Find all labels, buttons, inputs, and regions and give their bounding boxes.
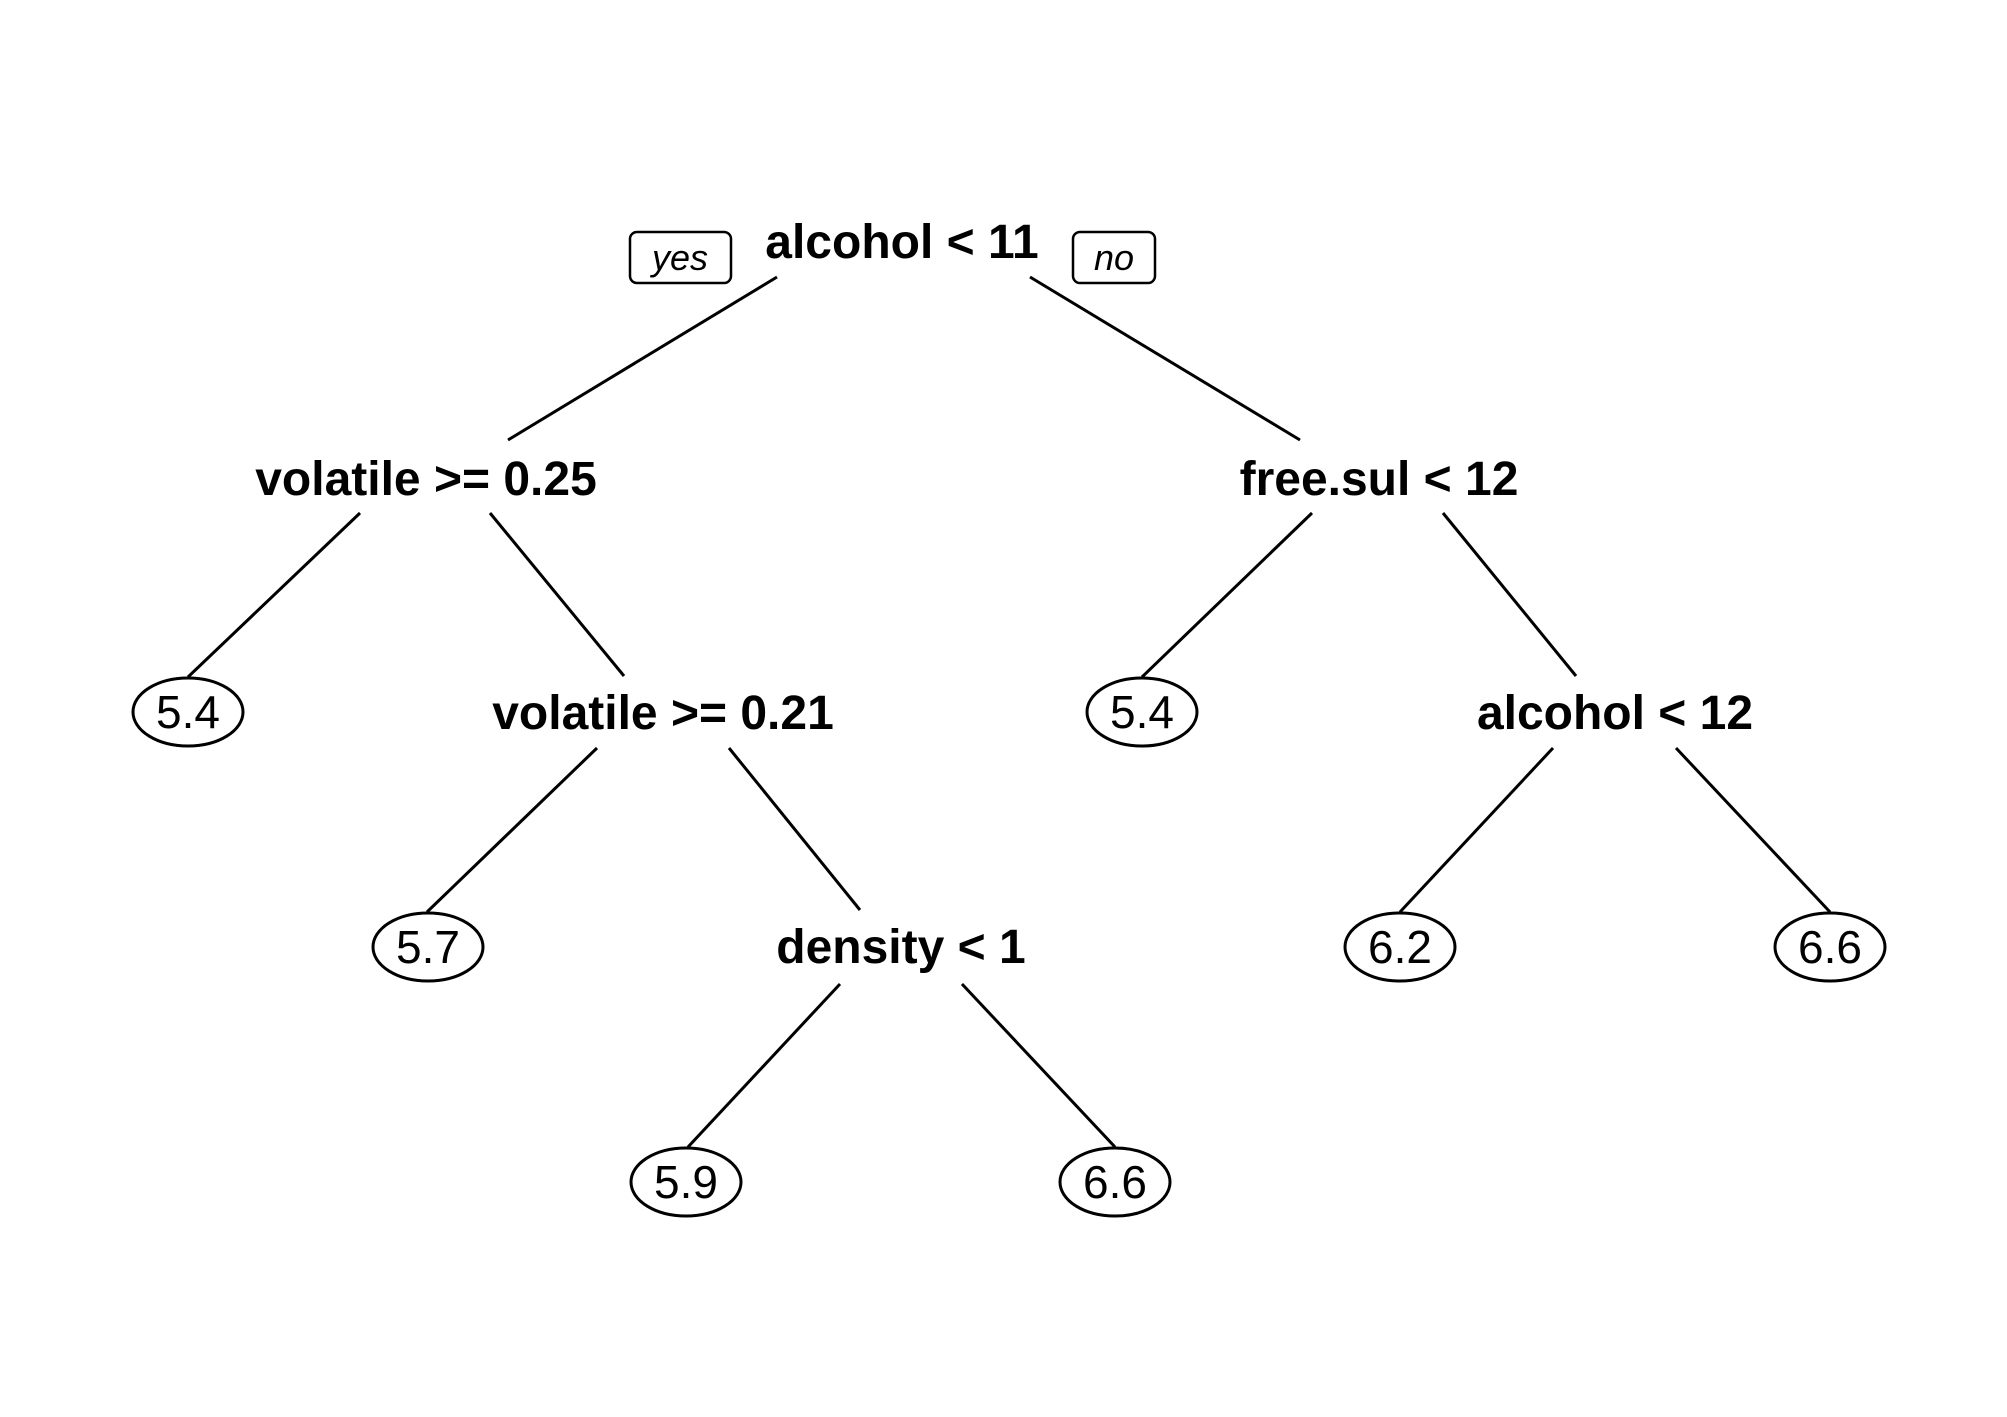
edge-right-right [1441, 512, 1578, 677]
edge-left-leaf [186, 511, 362, 679]
leaf-node: 5.9 [629, 1146, 743, 1218]
leaf-node: 6.6 [1058, 1146, 1172, 1218]
split-label-right: free.sul < 12 [1240, 453, 1519, 506]
leaf-node: 6.6 [1773, 911, 1887, 983]
edge-root-right [1029, 275, 1301, 442]
yes-label: yes [649, 237, 708, 278]
leaf-value: 5.4 [1110, 686, 1174, 738]
leaf-node: 5.7 [371, 911, 485, 983]
edge-density-right [960, 982, 1117, 1149]
edge-right-leaf [1140, 511, 1314, 679]
leaf-ellipse [131, 676, 245, 748]
leaf-value: 6.6 [1083, 1156, 1147, 1208]
split-label-left-right: volatile >= 0.21 [492, 687, 834, 740]
leaf-value: 6.6 [1798, 921, 1862, 973]
leaf-value: 5.7 [396, 921, 460, 973]
leaf-ellipse [629, 1146, 743, 1218]
split-label-right-right: alcohol < 12 [1477, 687, 1753, 740]
leaf-ellipse [1773, 911, 1887, 983]
leaf-node: 5.4 [1085, 676, 1199, 748]
no-branch-box: no [1071, 230, 1157, 285]
split-label-density: density < 1 [776, 921, 1025, 974]
no-box-frame [1071, 230, 1157, 285]
edge-density-left [686, 982, 842, 1149]
split-label-left: volatile >= 0.25 [255, 453, 597, 506]
edge-right-right-left [1398, 746, 1555, 914]
root-split-node: alcohol < 11 [765, 216, 1038, 269]
leaf-value: 5.9 [654, 1156, 718, 1208]
leaf-node: 6.2 [1343, 911, 1457, 983]
no-label: no [1094, 237, 1134, 278]
leaf-value: 6.2 [1368, 921, 1432, 973]
split-label-root: alcohol < 11 [765, 216, 1038, 269]
yes-branch-box: yes [628, 230, 733, 285]
leaf-ellipse [1058, 1146, 1172, 1218]
edge-left-right-right [727, 747, 862, 911]
edge-left-right-leaf [425, 746, 599, 914]
edge-left-right [488, 512, 626, 677]
yes-box-frame [628, 230, 733, 285]
leaf-value: 5.4 [156, 686, 220, 738]
tree-edges [186, 275, 1832, 1149]
leaf-ellipse [1343, 911, 1457, 983]
edge-root-left [507, 275, 778, 442]
leaf-node: 5.4 [131, 676, 245, 748]
leaf-ellipse [1085, 676, 1199, 748]
edge-right-right-right [1674, 746, 1832, 914]
leaf-ellipse [371, 911, 485, 983]
